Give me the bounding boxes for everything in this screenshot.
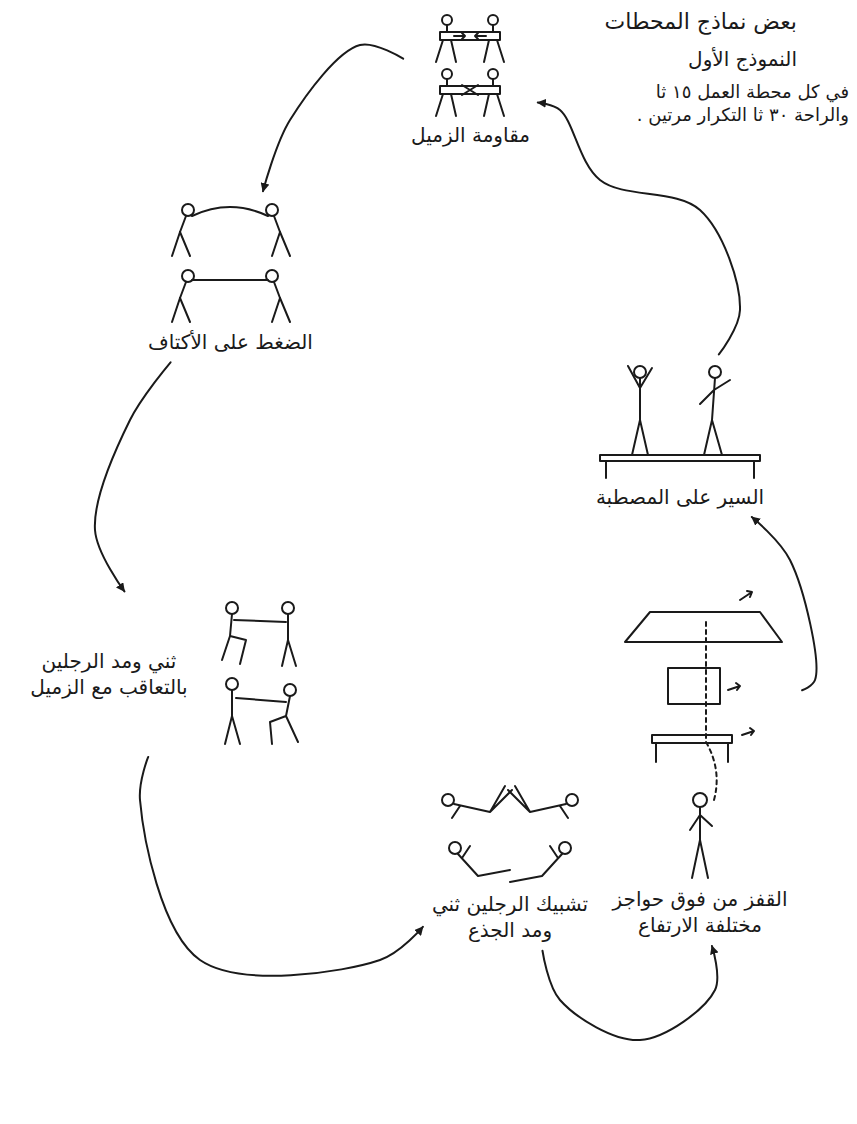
station: الضغط على الأكتاف [144,195,317,359]
station-label: الضغط على الأكتاف [148,329,313,355]
station-name: القفز من فوق حواجز مختلفة الارتفاع [605,886,795,938]
hurdle-jump-figures [625,591,782,878]
bench-walk-figures [600,366,760,478]
station: القفز من فوق حواجز مختلفة الارتفاع [601,602,799,942]
station: ثني ومد الرجلين بالتعاقب مع الزميل [15,595,313,753]
station-name: ثني ومد الرجلين بالتعاقب مع الزميل [19,648,199,700]
station-name: مقاومة الزميل [411,122,530,148]
station-label: تشبيك الرجلين ثني ومد الجذع [430,891,590,943]
flow-arrow [538,103,740,355]
station-label: السير على المصطبة [596,484,764,510]
figure-slot [209,599,309,749]
station-name: السير على المصطبة [596,484,764,510]
station-name: تشبيك الرجلين ثني ومد الجذع [430,891,590,943]
figure-slot [435,776,585,891]
timing-note: في كل محطة العمل ١٥ ثا والراحة ٣٠ ثا الت… [609,80,849,127]
partner-resistance-figures [436,15,504,116]
flow-arrow [263,44,403,191]
trunk-bend-figures [442,786,578,882]
flow-arrow [542,946,717,1040]
station-label: مقاومة الزميل [411,122,530,148]
leg-bend-figures [222,602,298,744]
model-heading: النموذج الأول [688,46,797,72]
station: تشبيك الرجلين ثني ومد الجذع [426,772,594,947]
station: مقاومة الزميل [407,8,534,152]
figure-slot [610,606,790,886]
diagram-title: بعض نماذج المحطات [605,8,797,37]
flow-arrow [95,362,171,591]
flow-arrow [140,757,423,976]
figure-slot [415,12,525,122]
figure-slot [595,362,765,484]
station-label: ثني ومد الرجلين بالتعاقب مع الزميل [19,648,199,700]
station-name: الضغط على الأكتاف [148,329,313,355]
flow-arrow [752,517,817,690]
figure-slot [160,199,300,329]
station: السير على المصطبة [591,358,769,514]
shoulder-press-figures [172,204,290,322]
station-label: القفز من فوق حواجز مختلفة الارتفاع [605,886,795,938]
